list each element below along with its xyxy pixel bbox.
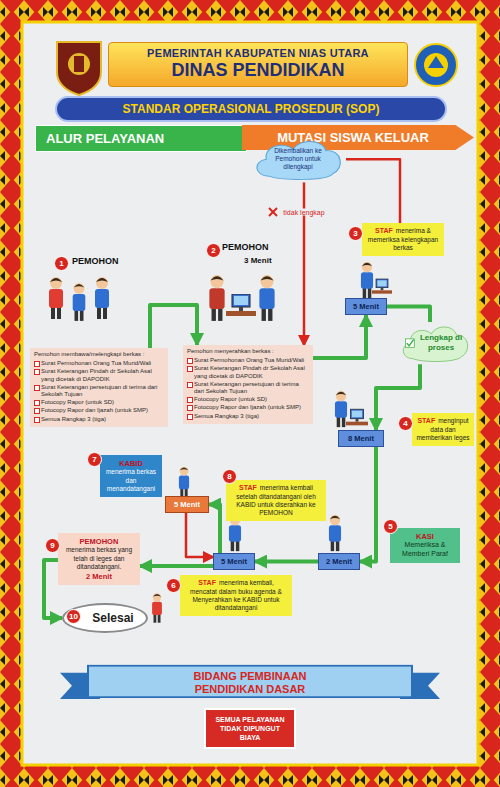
return-arrow [186,513,213,557]
flow-arrow [387,307,430,323]
callout-number: 10 [66,609,81,624]
callout-number: 4 [398,416,413,431]
node-text: Surat Keterangan Pindah dr Sekolah Asal … [187,365,309,379]
return-arrow [303,182,306,345]
node-text: menerima berkas dan menandatangani [106,468,156,491]
callout-number: 7 [87,452,102,467]
node-text: Surat Permohonan Orang Tua Murid/Wali [187,357,309,364]
node-text: Lengkap di proses [418,333,464,352]
step1-students [49,277,109,321]
node-text: STANDAR OPERASIONAL PROSEDUR (SOP) [61,102,441,116]
node-text: Fotocopy Rapor dan Ijazah (untuk SMP) [187,404,309,411]
requirements-box: Pemohon menyerahkan berkas : Surat Permoh… [183,345,313,424]
sop-band: STANDAR OPERASIONAL PROSEDUR (SOP) [55,96,447,122]
process-box: KASIMemeriksa & Memberi Paraf [390,528,460,563]
process-box: STAFmenerima kembali, mencatat dalam buk… [180,575,292,616]
process-box: KABIDmenerima berkas dan menandatangani [100,455,162,497]
node-text: menerima berkas yang telah di leges dan … [66,546,132,569]
node-text: 5 Menit [348,302,384,311]
step-title: PEMOHON [72,256,119,266]
time-box: 5 Menit [213,553,255,570]
flow-arrow [140,564,213,568]
return-arrow [346,159,400,223]
node-text: KABID [103,459,159,468]
process-box: STAFmenerima & memeriksa kelengkapan ber… [362,223,444,256]
section-band: ALUR PELAYANAN [35,125,247,152]
cross-mark [269,208,277,216]
flow-arrow [313,315,366,358]
node-text: Semua Rangkap 3 (tiga) [34,416,164,423]
node-text: 2 Menit [321,557,357,566]
ribbon-banner: BIDANG PEMBINAAN PENDIDIKAN DASAR [60,664,440,702]
flow-arrow [209,505,220,554]
node-text: Pemohon membawa/melengkapi berkas : [34,351,164,358]
node-text: 8 Menit [341,434,381,443]
node-text: Fotocopy Rapor dan Ijazah (untuk SMP) [34,407,164,414]
node-text: Dikembalikan ke Pemohon untuk dilengkapi [264,147,332,170]
process-box: STAFmenerima kembali setelah ditandatang… [226,480,326,521]
callout-number: 2 [206,243,221,258]
node-text: MUTASI SISWA KELUAR [256,130,450,145]
node-text: Surat Keterangan persetujuan di terima d… [187,381,309,395]
staf-figure [361,262,373,298]
node-text: 5 Menit [216,557,252,566]
left-logo [57,42,101,95]
edge-label: tidak lengkap [281,209,326,216]
node-text: STAF [417,417,435,424]
callout-number: 3 [348,226,363,241]
kabid-figure [179,467,189,498]
node-text: Surat Permohonan Orang Tua Murid/Wali [34,360,164,367]
staf-figure [335,391,347,427]
poster-ground [22,22,478,765]
step2-service-desk [209,275,274,321]
computer [346,409,368,425]
node-text: BIDANG PEMBINAAN PENDIDIKAN DASAR [170,670,330,696]
requirements-box: Pemohon membawa/melengkapi berkas : Surat… [30,348,168,427]
callout-number: 6 [166,578,181,593]
kasi-figure [329,515,341,551]
node-text: KASI [394,532,456,541]
pemohon-figure [152,593,162,622]
node-text: STAF [239,484,257,491]
flow-arrow [150,305,197,348]
time-box: 2 Menit [318,553,360,570]
time-label: 3 Menit [244,256,272,265]
right-logo [415,44,457,86]
node-text: 5 Menit [168,500,206,509]
return-cloud: Dikembalikan ke Pemohon untuk dilengkapi [250,136,346,182]
time-box: 5 Menit [165,496,209,513]
notice-box: SEMUA PELAYANAN TIDAK DIPUNGUT BIAYA [204,708,296,749]
flow-arrow [255,560,318,564]
node-text: Selesai [86,611,140,625]
callout-number: 9 [45,538,60,553]
computer [372,279,392,294]
callout-number: 1 [54,256,69,271]
node-text: Semua Rangkap 3 (tiga) [187,413,309,420]
complete-cloud: Lengkap di proses [398,322,472,364]
node-text: ALUR PELAYANAN [46,131,236,146]
node-text: Fotocopy Rapor (untuk SD) [187,396,309,403]
header-band: PEMERINTAH KABUPATEN NIAS UTARADINAS PEN… [108,42,408,87]
node-text: 2 Menit [62,572,136,581]
process-box: PEMOHONmenerima berkas yang telah di leg… [58,533,140,585]
node-text: PEMERINTAH KABUPATEN NIAS UTARA [113,47,403,59]
step-title: PEMOHON [222,242,269,252]
callout-number: 5 [383,519,398,534]
node-text: PEMOHON [62,537,136,546]
process-box: STAFmenginput data dan memberikan leges [412,413,474,446]
node-text: SEMUA PELAYANAN TIDAK DIPUNGUT BIAYA [211,715,289,742]
time-box: 5 Menit [345,298,387,315]
node-text: STAF [375,227,393,234]
node-text: Surat Keterangan Pindah dr Sekolah Asal … [34,368,164,382]
callout-number: 8 [222,469,237,484]
node-text: Fotocopy Rapor (untuk SD) [34,399,164,406]
flow-arrow [360,447,376,562]
node-text: STAF [198,579,216,586]
node-text: Memeriksa & Memberi Paraf [402,541,448,557]
time-box: 8 Menit [338,430,384,447]
node-text: Pemohon menyerahkan berkas : [187,348,309,355]
node-text: DINAS PENDIDIKAN [113,60,403,81]
node-text: Surat Keterangan persetujuan di terima d… [34,384,164,398]
